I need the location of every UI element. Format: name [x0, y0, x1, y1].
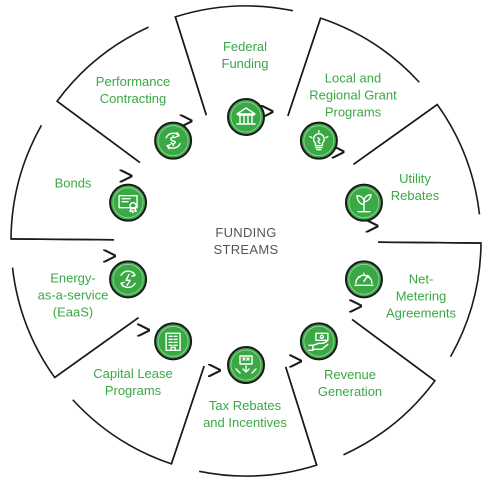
segment-edge-utility-rebates	[352, 103, 438, 165]
segment-label-eaas: Energy- as-a-service (EaaS)	[37, 270, 109, 320]
cash-hand-badge	[299, 322, 338, 361]
office-building-badge-ring	[157, 325, 189, 357]
certificate-icon	[109, 183, 148, 222]
segment-edge-bonds	[11, 238, 115, 241]
certificate-badge-ring	[112, 187, 144, 219]
bank-building-icon-glyph	[236, 107, 256, 125]
certificate-badge	[109, 183, 148, 222]
dollar-cycle-icon	[154, 121, 193, 160]
segment-arrow-bonds	[10, 124, 131, 241]
lightbulb-icon-glyph	[309, 129, 329, 151]
cash-hand-icon-glyph	[308, 332, 329, 352]
tax-down-icon	[227, 346, 265, 384]
plant-badge-ring	[348, 187, 380, 219]
segment-label-federal-funding: Federal Funding	[221, 39, 269, 71]
segment-label-bonds: Bonds	[54, 175, 92, 191]
segment-label-revenue-generation: Revenue Generation	[317, 367, 383, 399]
bank-building-icon	[227, 98, 265, 136]
center-title-line1: FUNDING	[215, 225, 277, 240]
segment-label-local-regional-grants: Local and Regional Grant Programs	[309, 70, 397, 120]
meter-gauge-badge-ring	[348, 263, 380, 295]
segment-edge-revenue-generation	[351, 318, 436, 382]
segment-label-utility-rebates: Utility Rebates	[390, 171, 440, 203]
segment-edge-tax-rebates-and-incentives	[284, 366, 318, 466]
segment-edge-capital-lease-programs	[170, 365, 205, 465]
segment-edge-energy-as-a-service-eaas	[54, 317, 140, 379]
plant-icon	[344, 183, 383, 222]
tax-down-badge	[227, 346, 265, 384]
tax-down-icon-glyph	[235, 355, 257, 374]
center-title-line2: STREAMS	[213, 242, 279, 257]
lightbulb-badge-ring	[303, 125, 335, 157]
segment-edge-performance-contracting	[56, 100, 141, 164]
energy-cycle-badge-ring	[112, 263, 144, 295]
office-building-icon-glyph	[165, 332, 181, 352]
segment-arrow-capital-lease-programs	[72, 330, 205, 465]
energy-cycle-badge	[109, 260, 148, 299]
segment-arrow-local-and-regional-grant-programs	[287, 17, 420, 152]
segment-edge-federal-funding	[174, 16, 208, 116]
segment-arrow-net-metering-agreements	[361, 241, 482, 358]
lightbulb-icon	[299, 121, 338, 160]
segment-arrow-performance-contracting	[55, 26, 191, 164]
segment-arrow-revenue-generation	[301, 318, 437, 456]
plant-icon-glyph	[356, 193, 372, 213]
office-building-badge	[154, 322, 193, 361]
meter-gauge-badge	[344, 260, 383, 299]
office-building-icon	[154, 322, 193, 361]
dollar-cycle-badge-ring	[157, 125, 189, 157]
segment-label-capital-lease: Capital Lease Programs	[93, 366, 173, 398]
meter-gauge-icon	[344, 260, 383, 299]
segment-arrow-energy-as-a-service-eaas	[11, 256, 140, 379]
segment-label-net-metering: Net-Metering Agreements	[385, 271, 457, 321]
meter-gauge-icon-glyph	[354, 272, 374, 287]
segment-label-performance-contracting: Performance Contracting	[95, 74, 171, 106]
center-title: FUNDING STREAMS	[214, 224, 279, 258]
segment-arrow-utility-rebates	[352, 103, 481, 227]
segment-edge-local-and-regional-grant-programs	[287, 17, 322, 117]
certificate-icon-glyph	[118, 194, 138, 214]
dollar-cycle-icon-glyph	[165, 131, 181, 150]
cash-hand-badge-ring	[303, 325, 335, 357]
bank-building-badge	[227, 98, 265, 136]
cash-hand-icon	[299, 322, 338, 361]
energy-cycle-icon	[109, 260, 148, 299]
bank-building-badge-ring	[230, 101, 262, 133]
tax-down-badge-ring	[230, 349, 262, 381]
segment-edge-net-metering-agreements	[377, 241, 481, 244]
energy-cycle-icon-glyph	[120, 270, 136, 289]
segment-label-tax-rebates: Tax Rebates and Incentives	[203, 398, 287, 430]
